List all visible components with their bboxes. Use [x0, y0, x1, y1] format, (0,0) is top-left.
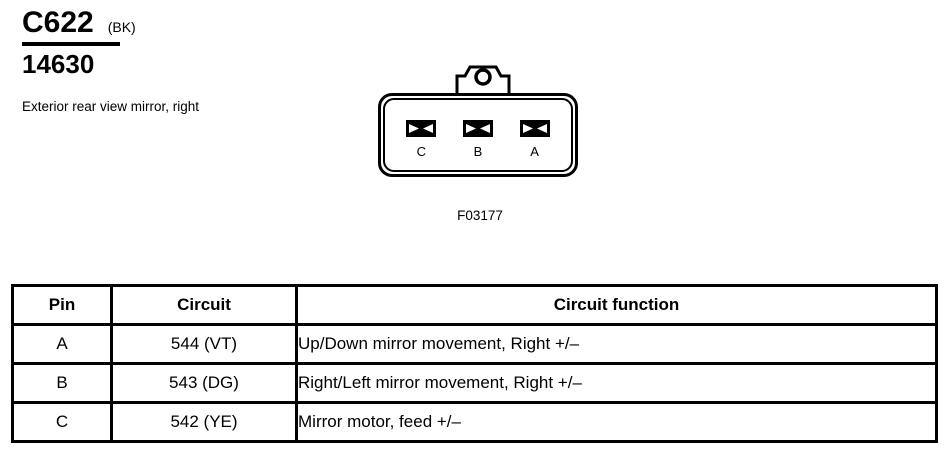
- latch-tab-icon: [455, 65, 511, 94]
- connector-housing-inner-outline: [383, 98, 573, 172]
- connector-housing: C B A: [378, 93, 578, 177]
- cell-pin: B: [11, 362, 113, 404]
- table-header-row: Pin Circuit Circuit function: [11, 284, 938, 326]
- cavity-label: C: [416, 144, 427, 159]
- header-function: Circuit function: [295, 284, 938, 326]
- header-pin: Pin: [11, 284, 113, 326]
- figure-number: F03177: [457, 208, 503, 223]
- connector-color-code: (BK): [107, 19, 136, 35]
- cell-function: Mirror motor, feed +/–: [295, 401, 938, 443]
- table-row: A 544 (VT) Up/Down mirror movement, Righ…: [11, 323, 938, 365]
- cavity-b: B: [452, 120, 504, 160]
- terminal-icon: [406, 120, 437, 137]
- connector-illustration: C B A: [360, 55, 600, 235]
- cell-circuit: 543 (DG): [110, 362, 298, 404]
- cavity-c: C: [395, 120, 447, 160]
- cavity-a: A: [509, 120, 561, 160]
- connector-id: C622: [22, 6, 94, 39]
- cell-function: Right/Left mirror movement, Right +/–: [295, 362, 938, 404]
- cavity-row: C B A: [381, 120, 575, 160]
- terminal-icon: [519, 120, 550, 137]
- cavity-label: B: [473, 144, 483, 159]
- header-circuit: Circuit: [110, 284, 298, 326]
- cell-function: Up/Down mirror movement, Right +/–: [295, 323, 938, 365]
- connector-description: Exterior rear view mirror, right: [22, 99, 200, 114]
- connector-header: C622 (BK) 14630 Exterior rear view mirro…: [22, 6, 252, 116]
- connector-id-underline: [22, 42, 120, 46]
- table-row: B 543 (DG) Right/Left mirror movement, R…: [11, 362, 938, 404]
- connector-part-number: 14630: [22, 49, 95, 79]
- cell-pin: C: [11, 401, 113, 443]
- cell-pin: A: [11, 323, 113, 365]
- connector-id-row: C622 (BK): [22, 6, 252, 40]
- cavity-label: A: [530, 144, 539, 159]
- terminal-icon: [462, 120, 493, 137]
- table-row: C 542 (YE) Mirror motor, feed +/–: [11, 401, 938, 443]
- pin-table: Pin Circuit Circuit function A 544 (VT) …: [11, 284, 938, 443]
- cell-circuit: 542 (YE): [110, 401, 298, 443]
- cell-circuit: 544 (VT): [110, 323, 298, 365]
